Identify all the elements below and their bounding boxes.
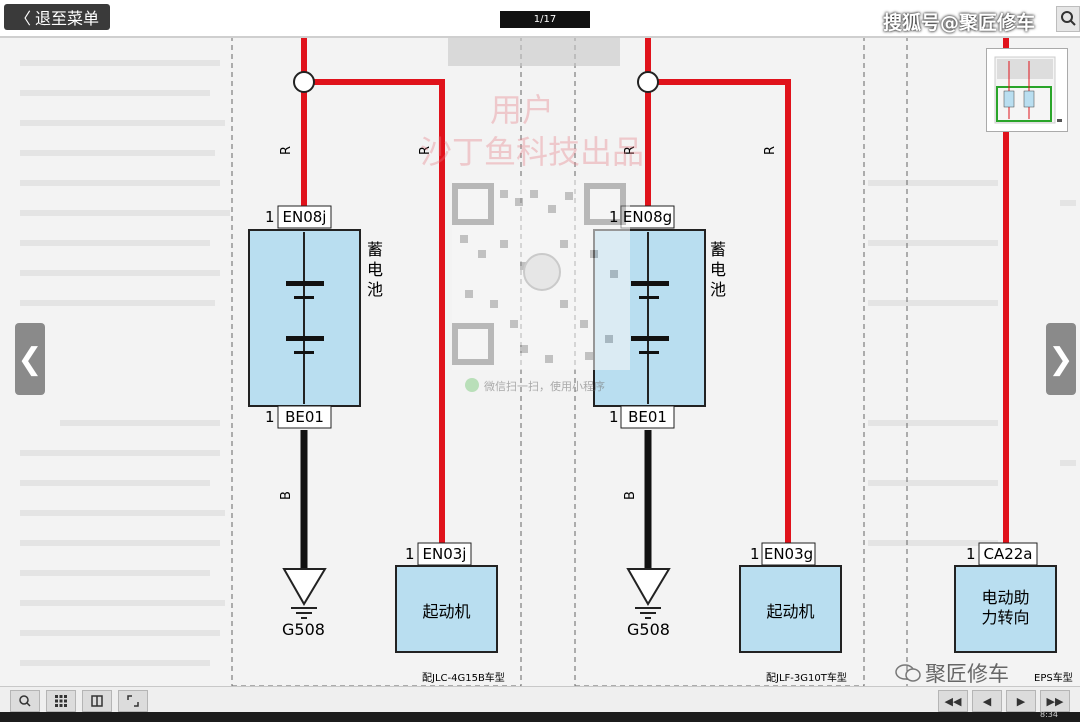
watermark-line1: 用户 (490, 91, 555, 129)
previous-page-button[interactable]: ❮ (15, 323, 45, 395)
battery-label-char: 电 (367, 260, 384, 279)
pin-number: 1 (405, 545, 415, 563)
background-watermark-pattern (20, 60, 1076, 666)
wechat-icon (895, 664, 921, 682)
expand-icon (127, 695, 139, 707)
magnifier-icon (19, 695, 31, 707)
battery-label-char: 池 (710, 280, 727, 299)
first-page-button[interactable]: ◀◀ (938, 690, 968, 712)
connector-battery-top: EN08g (622, 208, 673, 226)
right-circuit (954, 36, 1057, 653)
connector-battery-bottom: BE01 (628, 408, 667, 426)
clock: 8:34 (1040, 710, 1058, 719)
connector-starter: EN03g (763, 545, 814, 563)
starter-label: 起动机 (422, 602, 471, 621)
starter-box (739, 565, 842, 653)
wire-label-r: R (279, 145, 295, 156)
model-caption: EPS车型 (1034, 673, 1073, 684)
book-view-button[interactable] (82, 690, 112, 712)
brand-watermark-bottom: 聚匠修车 (895, 658, 1009, 688)
ground-label: G508 (282, 620, 325, 639)
search-icon (1061, 11, 1076, 26)
zoom-button[interactable] (10, 690, 40, 712)
page-thumbnail-navigator[interactable] (986, 48, 1068, 132)
starter-box (395, 565, 498, 653)
pin-number: 1 (265, 208, 275, 226)
eps-label: 电动助 力转向 (955, 588, 1056, 628)
battery-label-char: 蓄 (710, 240, 727, 259)
pin-number: 1 (750, 545, 760, 563)
model-caption: 配JLF-3G10T车型 (766, 673, 847, 684)
ground-symbol (282, 568, 327, 606)
last-page-button[interactable]: ▶▶ (1040, 690, 1070, 712)
grid-icon (55, 695, 67, 707)
battery-label-char: 池 (367, 280, 384, 299)
thumbnail-preview (994, 56, 1062, 124)
fullscreen-button[interactable] (118, 690, 148, 712)
os-taskbar: 8:34 (0, 710, 1080, 722)
wire-label-b: B (278, 491, 294, 500)
chevron-left-icon: ❮ (17, 341, 43, 377)
connector-starter: EN03j (422, 545, 467, 563)
search-button[interactable] (1056, 6, 1080, 32)
ground-symbol (626, 568, 671, 606)
battery-label-char: 蓄 (367, 240, 384, 259)
chevron-left-icon: 〈 (14, 9, 31, 28)
pin-number: 1 (609, 408, 619, 426)
watermark-line2: 沙丁鱼科技出品 (420, 133, 645, 171)
model-caption: 配JLC-4G15B车型 (422, 673, 505, 684)
qr-code-watermark (452, 180, 630, 370)
next-page-icon: ▶ (1016, 694, 1026, 708)
brand-watermark-top: 搜狐号@聚匠修车 (883, 12, 1036, 34)
battery-label-char: 电 (710, 260, 727, 279)
splice-point (293, 71, 315, 93)
eps-box (954, 565, 1057, 653)
watermark-band (448, 36, 620, 66)
ground-label: G508 (627, 620, 670, 639)
top-toolbar: 〈 退至菜单 1/17 (0, 0, 1080, 38)
battery-label: 蓄 电 池 (367, 240, 387, 300)
bottom-toolbar: ◀◀ ◀ ▶ ▶▶ (0, 686, 1080, 713)
chevron-right-icon: ❯ (1048, 341, 1074, 377)
brand-bottom-text: 聚匠修车 (925, 662, 1009, 686)
wire-label-b: B (622, 491, 638, 500)
next-page-button[interactable]: ❯ (1046, 323, 1076, 395)
back-to-menu-button[interactable]: 〈 退至菜单 (4, 4, 110, 30)
connector-eps: CA22a (983, 545, 1033, 563)
back-button-label: 退至菜单 (35, 9, 100, 28)
eps-label-line: 电动助 (981, 588, 1030, 607)
page-indicator: 1/17 (500, 11, 590, 28)
starter-label: 起动机 (766, 602, 815, 621)
connector-battery-top: EN08j (282, 208, 327, 226)
pin-number: 1 (609, 208, 619, 226)
prev-page-icon: ◀ (982, 694, 992, 708)
eps-label-line: 力转向 (981, 608, 1030, 627)
battery-label: 蓄 电 池 (710, 240, 730, 300)
qr-caption: 微信扫一扫，使用小程序 (484, 380, 605, 393)
splice-point (637, 71, 659, 93)
wire-label-r: R (763, 145, 779, 156)
pin-number: 1 (966, 545, 976, 563)
book-icon (91, 695, 103, 707)
grid-view-button[interactable] (46, 690, 76, 712)
next-page-button-bottom[interactable]: ▶ (1006, 690, 1036, 712)
pin-number: 1 (265, 408, 275, 426)
last-page-icon: ▶▶ (1046, 694, 1064, 708)
prev-page-button[interactable]: ◀ (972, 690, 1002, 712)
wechat-icon (465, 378, 479, 392)
left-circuit (248, 36, 498, 653)
first-page-icon: ◀◀ (944, 694, 962, 708)
connector-battery-bottom: BE01 (285, 408, 324, 426)
